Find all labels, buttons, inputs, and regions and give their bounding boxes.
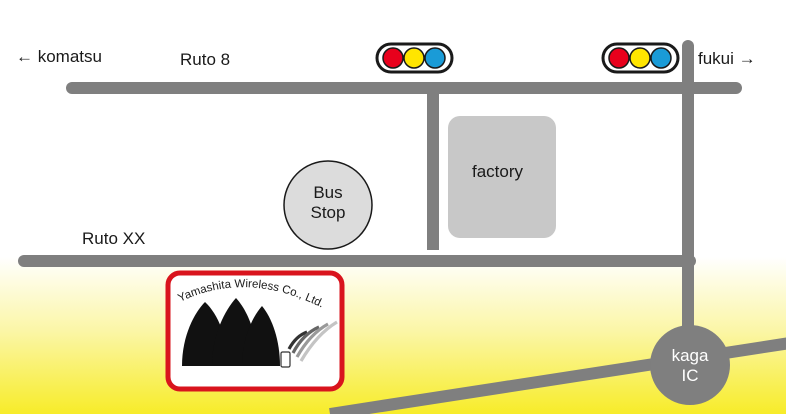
bus-stop-label-line-1: Bus	[313, 183, 343, 202]
factory-block	[448, 116, 556, 238]
traffic-light-blue-lamp	[650, 47, 672, 69]
interchange-label-line-2: IC	[681, 365, 699, 385]
interchange-label-line-1: kaga	[671, 346, 709, 365]
interchange-label: kaga IC	[655, 346, 725, 385]
traffic-light-yellow-lamp	[403, 47, 425, 69]
bus-stop-label-line-2: Stop	[310, 202, 346, 222]
traffic-light-2	[601, 42, 680, 74]
traffic-light-red-lamp	[608, 47, 630, 69]
traffic-light-blue-lamp	[424, 47, 446, 69]
direction-fukui: fukui →	[698, 49, 756, 68]
traffic-light-yellow-lamp	[629, 47, 651, 69]
road-label-ruto-8: Ruto 8	[180, 50, 231, 69]
direction-komatsu: ← komatsu	[16, 47, 102, 66]
traffic-light-red-lamp	[382, 47, 404, 69]
bus-stop-label: Bus Stop	[288, 183, 368, 222]
interchange-circle	[650, 325, 730, 405]
bus-stop-circle	[283, 160, 373, 250]
factory-label: factory	[472, 162, 524, 181]
traffic-light-1	[375, 42, 454, 74]
road-label-ruto-xx: Ruto XX	[82, 229, 146, 248]
